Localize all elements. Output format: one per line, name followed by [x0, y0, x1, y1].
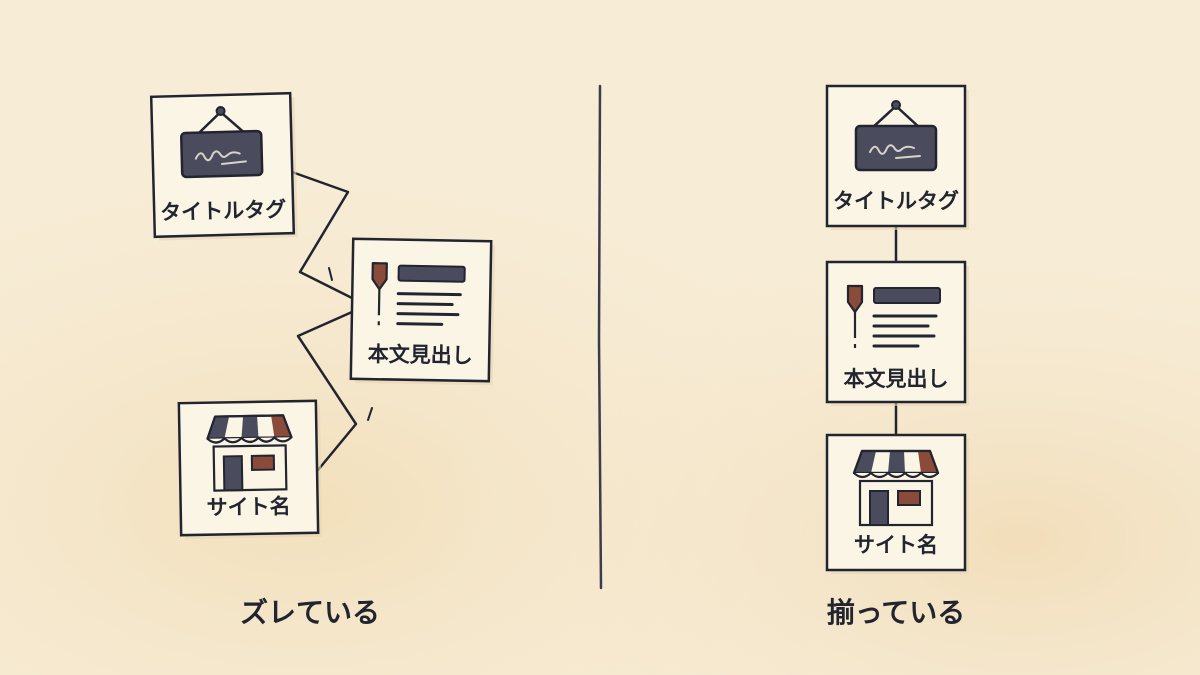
card-heading: 本文見出し	[349, 237, 496, 386]
card-label: サイト名	[206, 494, 290, 519]
card-label: サイト名	[854, 533, 938, 557]
left-panel: タイトルタグ 本文見出し サイト名 ズレている	[149, 91, 496, 629]
card-label: タイトルタグ	[833, 189, 959, 213]
card-label: 本文見出し	[844, 367, 949, 391]
card-heading: 本文見出し	[825, 260, 969, 406]
misaligned-connector	[296, 310, 358, 472]
panel-divider	[597, 84, 603, 590]
storefront-icon	[205, 414, 294, 492]
card-site-name: サイト名	[177, 399, 323, 540]
storefront-icon	[852, 449, 940, 527]
misaligned-connector	[290, 170, 354, 300]
right-panel: タイトルタグ 本文見出し サイト名 揃っている	[825, 84, 969, 629]
card-site-name: サイト名	[825, 433, 969, 574]
connector-tick	[328, 267, 333, 281]
card-label: 本文見出し	[368, 342, 473, 368]
connector-tick	[367, 407, 373, 421]
panel-caption: 揃っている	[827, 596, 966, 629]
card-title-tag: タイトルタグ	[149, 91, 298, 241]
panel-caption: ズレている	[240, 596, 380, 629]
card-title-tag: タイトルタグ	[825, 84, 969, 230]
card-label: タイトルタグ	[160, 197, 287, 224]
